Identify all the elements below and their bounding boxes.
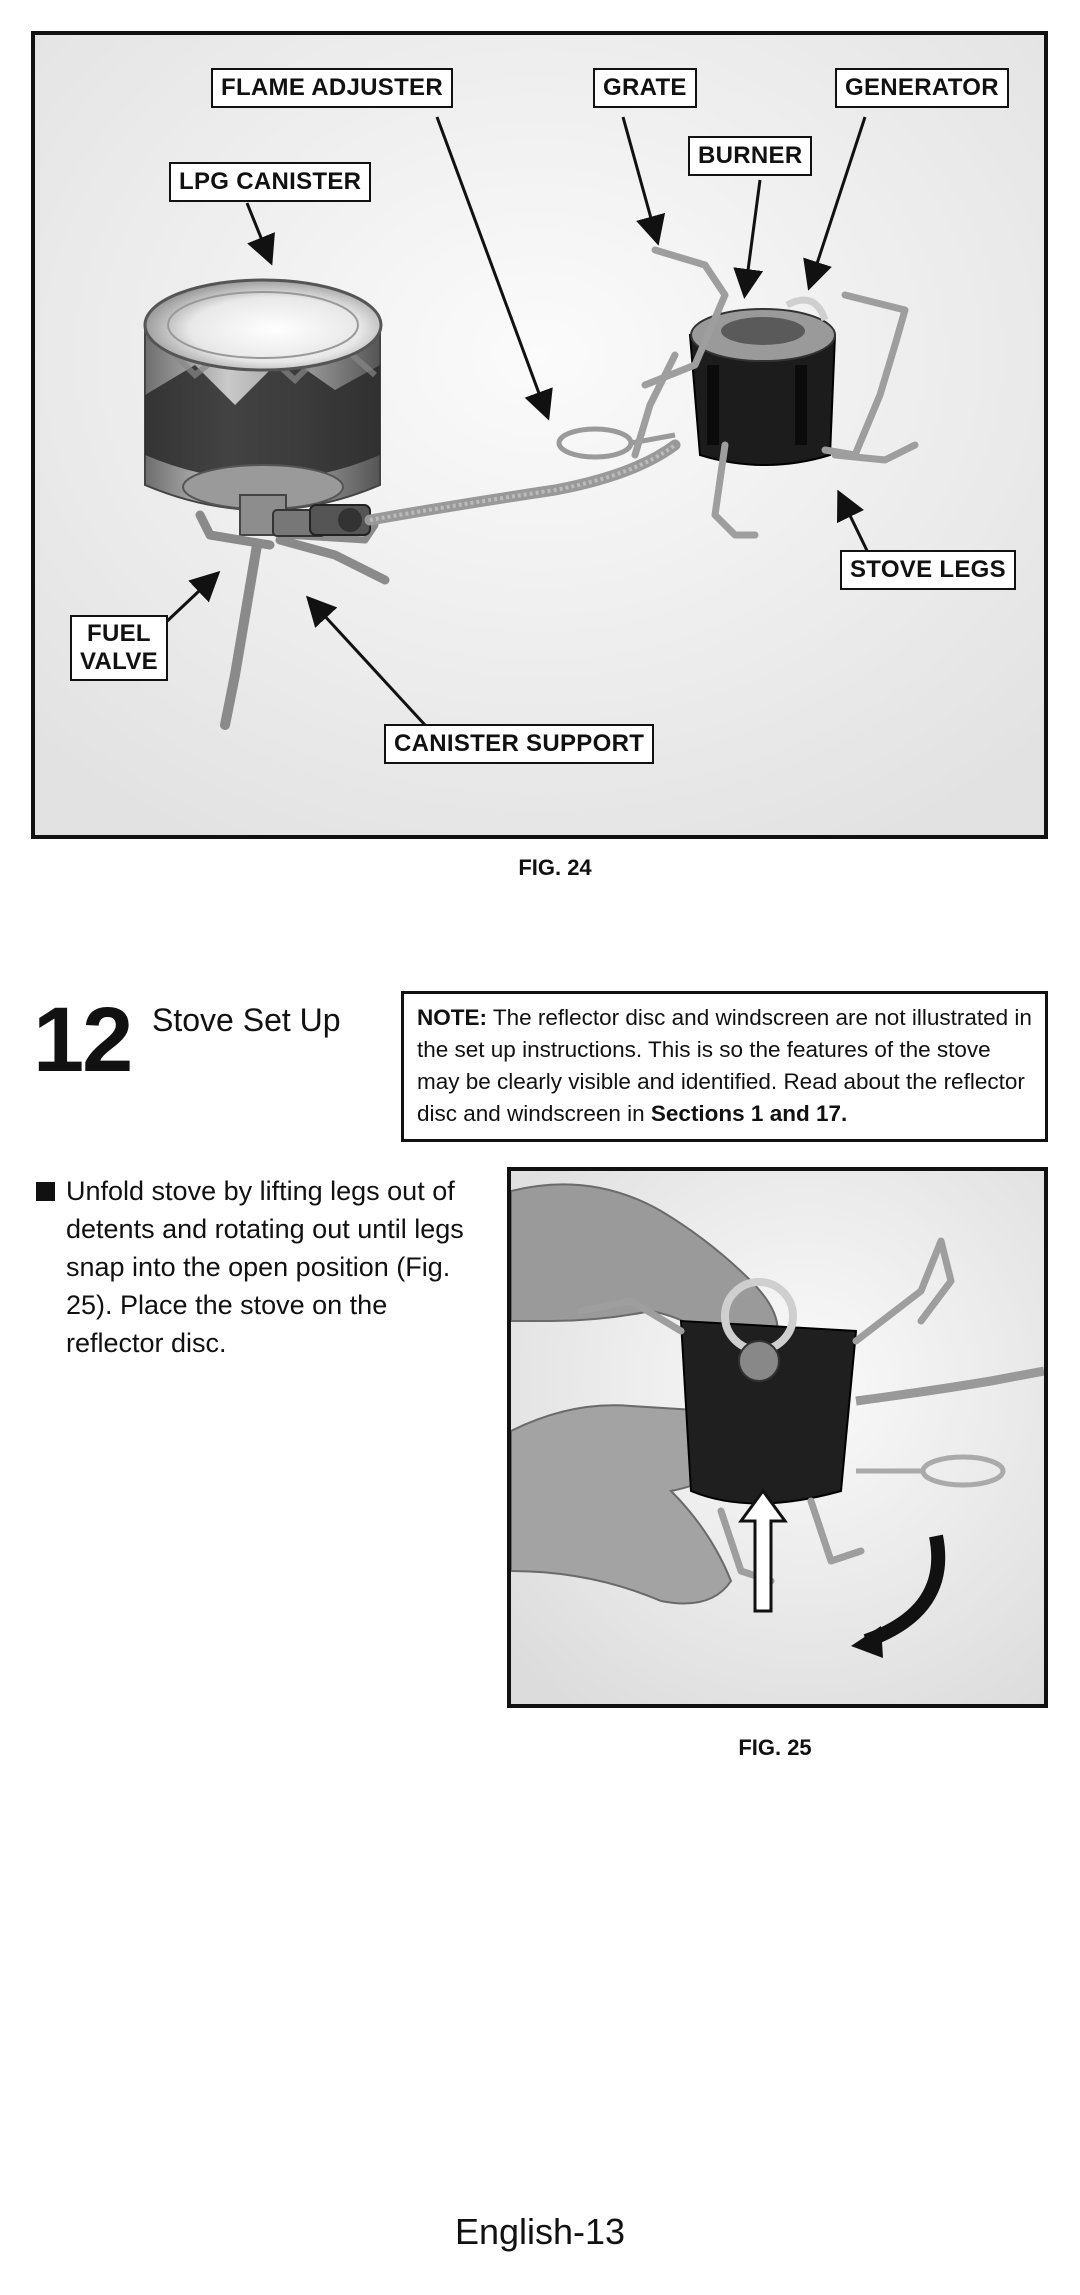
section-title: Stove Set Up: [152, 1002, 341, 1038]
callout-grate: GRATE: [593, 68, 697, 108]
lift-arrow-icon: [738, 1488, 788, 1613]
note-box: NOTE: The reflector disc and windscreen …: [401, 991, 1048, 1142]
callout-generator: GENERATOR: [835, 68, 1009, 108]
section-number: 12: [33, 989, 133, 1091]
stove-legs-graphic-25: [577, 1237, 955, 1585]
callout-flame-adjuster: FLAME ADJUSTER: [211, 68, 453, 108]
note-emphasis: Sections 1 and 17.: [650, 1101, 848, 1126]
callout-fuel-valve-line1: FUEL: [87, 620, 151, 647]
rotate-arrow-icon: [863, 1534, 946, 1648]
note-text: The reflector disc and windscreen are no…: [417, 1005, 1032, 1126]
fuel-valve-graphic: [272, 504, 371, 537]
callout-fuel-valve-line2: VALVE: [80, 648, 158, 675]
instruction-text: Unfold stove by lifting legs out of dete…: [66, 1176, 464, 1358]
square-bullet-icon: [36, 1182, 55, 1201]
note-label: NOTE:: [417, 1005, 487, 1030]
upper-hand-graphic: [511, 1183, 779, 1363]
lpg-canister-graphic: [143, 278, 383, 536]
figure-24-photo: FLAME ADJUSTER GRATE GENERATOR BURNER LP…: [31, 31, 1048, 839]
page-footer-label: English-13: [454, 2211, 626, 2252]
burner-body-graphic: [688, 296, 837, 466]
stove-legs-graphic: [631, 246, 919, 539]
lower-hand-graphic: [511, 1404, 744, 1605]
figure-24-caption: FIG. 24: [518, 855, 592, 880]
callout-canister-support: CANISTER SUPPORT: [384, 724, 655, 764]
callout-fuel-valve: FUEL VALVE: [70, 615, 168, 681]
figure-25-caption: FIG. 25: [738, 1735, 812, 1760]
callout-burner: BURNER: [688, 136, 813, 176]
unfolding-stove-illustration: [511, 1171, 1044, 1704]
stove-assembly-illustration: [35, 35, 1044, 835]
callout-stove-legs: STOVE LEGS: [840, 550, 1016, 590]
callout-lpg-canister: LPG CANISTER: [169, 162, 372, 202]
figure-25-photo: [507, 1167, 1048, 1708]
instruction-item: Unfold stove by lifting legs out of dete…: [36, 1172, 476, 1362]
